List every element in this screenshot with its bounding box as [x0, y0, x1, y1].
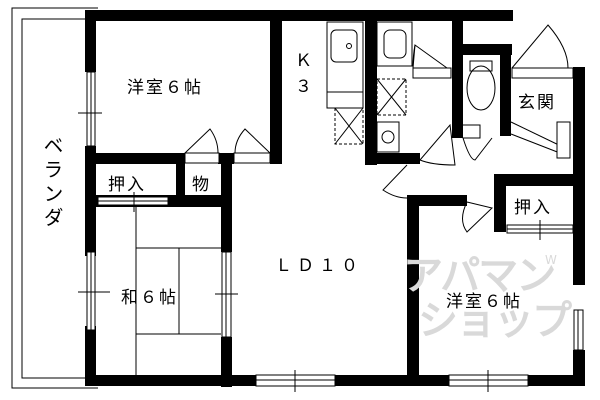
room-label-western-2: 洋室６帖 [446, 292, 522, 312]
windows [78, 71, 584, 392]
watermark-mark: W [545, 253, 557, 267]
toilet-fixture [466, 60, 496, 111]
tatami-lines [135, 207, 221, 375]
bath-fixtures [376, 21, 413, 153]
doors [184, 24, 574, 233]
watermark-line2: ショップ [418, 298, 572, 344]
room-label-living-dining: ＬＤ１０ [275, 256, 363, 276]
room-label-veranda: ベランダ [40, 135, 64, 231]
room-label-closet-2: 押入 [514, 198, 552, 218]
room-label-kitchen-3: ３ [295, 77, 314, 97]
watermark-line1: アパマン [403, 253, 556, 299]
veranda-outline [11, 7, 98, 389]
kitchen-fixtures [326, 21, 364, 145]
room-label-entrance: 玄関 [518, 93, 556, 113]
room-label-storage: 物 [192, 175, 211, 195]
room-label-kitchen-k: Ｋ [295, 51, 314, 71]
room-label-western-1: 洋室６帖 [127, 78, 203, 98]
room-label-closet-1: 押入 [108, 175, 146, 195]
room-label-japanese: 和６帖 [121, 288, 178, 308]
